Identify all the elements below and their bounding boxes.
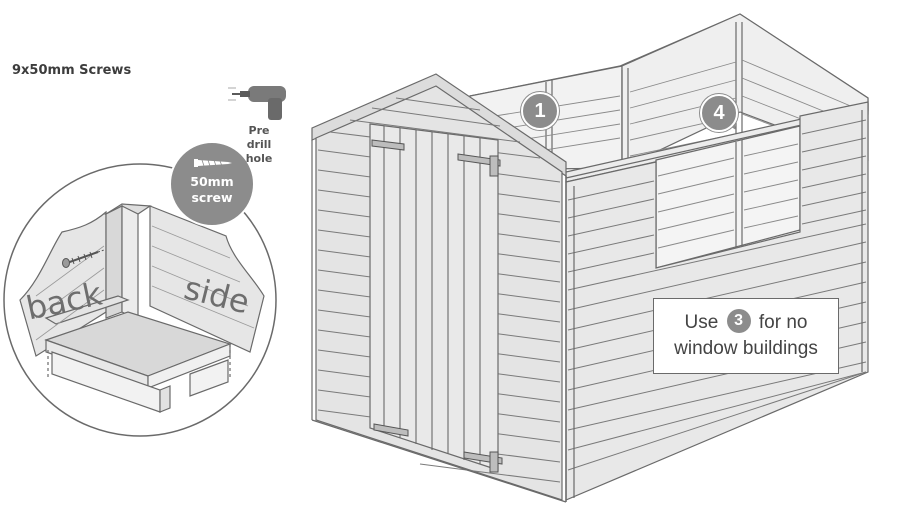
screw-badge-text: 50mm screw [170, 174, 254, 206]
drill-icon [228, 86, 286, 120]
note-step-badge: 3 [726, 308, 751, 333]
screw-detail-icon [62, 249, 105, 268]
screw-badge-line2: screw [191, 190, 233, 205]
note-line2: window buildings [674, 338, 818, 359]
note-prefix: Use [684, 312, 719, 333]
back-panel [19, 210, 107, 357]
drill-label-line1: Pre drill [246, 124, 272, 151]
page-heading: 9x50mm Screws [12, 63, 132, 78]
shed-illustration [311, 13, 869, 503]
shed-window-opening [655, 125, 801, 269]
note-line1: Use 3 for no [654, 308, 838, 336]
corner-detail-circle [3, 163, 277, 437]
screw-icon [194, 159, 232, 167]
step-badge-1: 1 [521, 92, 559, 130]
screw-badge-line1: 50mm [190, 174, 234, 189]
note-suffix: for no [758, 312, 808, 333]
side-panel [149, 205, 265, 353]
note-box: Use 3 for no window buildings [653, 298, 839, 374]
drill-label: Pre drill hole [236, 124, 282, 166]
screw-badge [169, 141, 255, 227]
shed-door [369, 123, 503, 473]
step-badge-4: 4 [700, 94, 738, 132]
drill-label-line2: hole [245, 152, 273, 165]
